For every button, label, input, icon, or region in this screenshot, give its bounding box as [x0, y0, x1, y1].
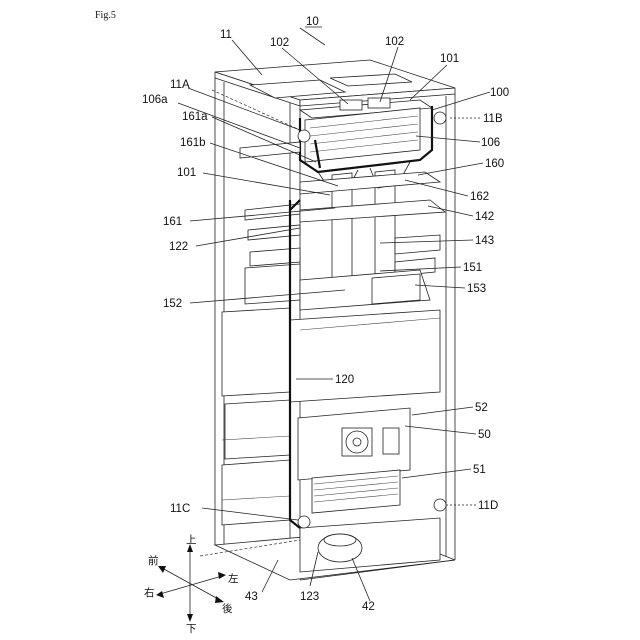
label-52: 52	[475, 402, 488, 414]
label-50: 50	[478, 429, 491, 441]
axis-left-label: 左	[228, 572, 239, 585]
label-102-right: 102	[385, 36, 404, 48]
axis-down-label: 下	[186, 623, 197, 635]
label-161b: 161b	[180, 137, 206, 149]
label-51: 51	[473, 464, 486, 476]
label-43: 43	[245, 591, 258, 603]
label-11: 11	[220, 29, 232, 41]
label-106a: 106a	[142, 94, 168, 106]
arrow-right-icon	[156, 591, 164, 598]
label-42: 42	[362, 601, 375, 613]
arrow-back-icon	[215, 596, 224, 603]
axis-right-label: 右	[144, 586, 155, 599]
label-122: 122	[169, 241, 188, 253]
label-123: 123	[300, 591, 319, 603]
label-160: 160	[485, 158, 504, 170]
label-11A: 11A	[170, 79, 190, 91]
figure-title: Fig.5	[95, 10, 116, 21]
label-102-left: 102	[270, 37, 289, 49]
label-120: 120	[335, 374, 354, 386]
axis-front-label: 前	[148, 554, 159, 567]
label-161a: 161a	[182, 111, 208, 123]
hinge-11A	[298, 130, 310, 142]
axis-back-label: 後	[222, 602, 233, 615]
axis-up-label: 上	[186, 534, 197, 546]
hinge-11C	[298, 516, 310, 528]
label-161: 161	[163, 216, 182, 228]
hinge-11B	[434, 112, 446, 124]
label-143: 143	[475, 235, 494, 247]
hinge-11D	[434, 499, 446, 511]
label-101-top: 101	[440, 53, 459, 65]
label-100: 100	[490, 87, 509, 99]
reference-labels: 10 11 102 102 101 11A 100 106a 11B 161a …	[142, 16, 509, 613]
label-162: 162	[470, 191, 489, 203]
label-11C: 11C	[170, 503, 190, 515]
label-106: 106	[481, 137, 500, 149]
arrow-left-icon	[218, 572, 226, 579]
label-153: 153	[467, 283, 486, 295]
arrow-down-icon	[187, 614, 193, 622]
label-142: 142	[475, 211, 494, 223]
label-11B: 11B	[483, 113, 503, 125]
label-101-mid: 101	[177, 167, 196, 179]
label-11D: 11D	[478, 500, 498, 512]
label-10: 10	[306, 16, 319, 28]
label-151: 151	[463, 262, 482, 274]
label-152: 152	[163, 298, 182, 310]
